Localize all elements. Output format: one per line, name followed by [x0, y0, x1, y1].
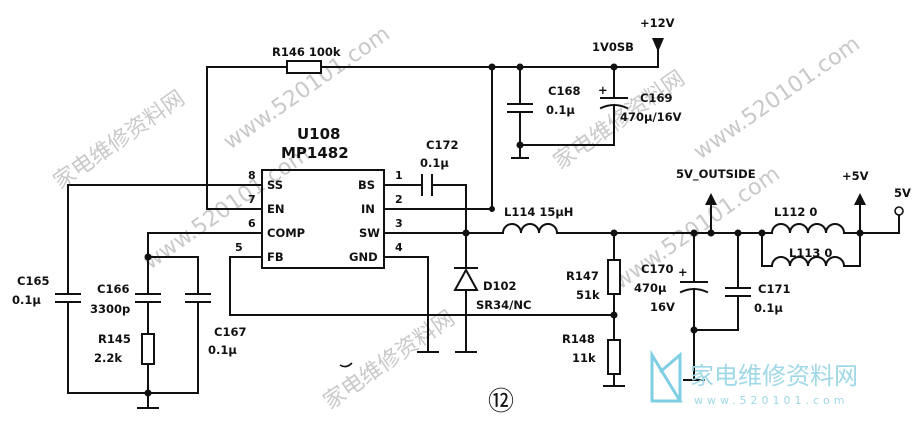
l112-label: L112 0 — [774, 205, 817, 219]
c170-value: 470μ — [634, 281, 667, 295]
l113-label: L113 0 — [789, 246, 832, 260]
d102-value: SR34/NC — [476, 298, 531, 312]
pin-en-label: EN — [267, 202, 284, 216]
watermark-text: www.520101.com — [689, 31, 865, 164]
pin-bs-label: BS — [358, 178, 375, 192]
watermark-brand: 家电维修资料网 — [690, 362, 858, 390]
rail-p5v: +5V — [842, 169, 869, 234]
c169-ref: C169 — [640, 91, 672, 105]
pin-in-label: IN — [361, 202, 375, 216]
l114-label: L114 15μH — [504, 205, 573, 219]
r146-label: R146 100k — [272, 45, 341, 59]
watermark-brand-url: www.520101.com — [694, 394, 848, 407]
watermark-logo: 家电维修资料网 www.520101.com — [650, 349, 858, 407]
c168-value: 0.1μ — [546, 103, 575, 117]
c166-value: 3300p — [90, 302, 130, 316]
rail-5v-terminal: 5V — [894, 186, 911, 234]
pin-8-number: 8 — [248, 169, 256, 182]
pin-7-number: 7 — [248, 193, 256, 206]
terminal-circle-icon — [894, 206, 904, 216]
c169-plus: + — [598, 83, 608, 97]
output-capacitors: + C170 470μ 16V C171 0.1μ — [634, 232, 790, 381]
c170-ref: C170 — [641, 262, 673, 276]
pin-comp-label: COMP — [267, 226, 305, 240]
c169-value: 470μ/16V — [620, 110, 682, 124]
pin-3-number: 3 — [395, 217, 403, 230]
rail-12v-label: +12V — [640, 16, 675, 30]
rail-5v-outside-label: 5V_OUTSIDE — [676, 167, 756, 182]
pin-2-number: 2 — [395, 193, 403, 206]
c165-value: 0.1μ — [12, 293, 41, 307]
pin-6-number: 6 — [248, 217, 256, 230]
c168-ref: C168 — [548, 84, 580, 98]
pin-ss-label: SS — [267, 178, 283, 192]
c172-ref: C172 — [426, 138, 458, 152]
r148-ref: R148 — [562, 332, 595, 346]
c167-value: 0.1μ — [208, 343, 237, 357]
c172-value: 0.1μ — [420, 156, 449, 170]
watermark-group: 家电维修资料网 www.520101.com www.520101.com 家电… — [49, 21, 865, 414]
pin-5-number: 5 — [235, 241, 243, 254]
watermark-text: www.520101.com — [609, 161, 785, 294]
c172-capacitor: C172 0.1μ — [420, 138, 467, 234]
chip-ref: U108 — [297, 125, 341, 143]
stray-mark — [339, 362, 353, 368]
feedback-divider: R147 51k R148 11k — [562, 232, 625, 387]
logo-icon — [650, 349, 683, 403]
r145-ref: R145 — [98, 332, 131, 346]
pin-gnd-label: GND — [349, 250, 378, 264]
chip-part: MP1482 — [281, 144, 349, 162]
page-marker: ⑫ — [488, 387, 514, 417]
pin-1-number: 1 — [395, 169, 403, 182]
r146-resistor — [286, 60, 322, 74]
watermark-text: 家电维修资料网 — [319, 306, 460, 415]
pin-sw-label: SW — [359, 226, 380, 240]
up-arrow-icon — [705, 193, 717, 205]
r147-ref: R147 — [566, 269, 599, 283]
ss-comp-network: C165 0.1μ C166 3300p R145 2.2k C167 0.1μ — [12, 184, 246, 409]
d102-diode: D102 SR34/NC — [453, 232, 531, 353]
r147-value: 51k — [576, 288, 600, 302]
c171-value: 0.1μ — [754, 301, 783, 315]
d102-ref: D102 — [483, 279, 517, 293]
supply-12v-section: R146 100k +12V 1V0SB C168 0.1μ + C169 47… — [206, 16, 682, 159]
c167-ref: C167 — [214, 325, 246, 339]
ic-u108: U108 MP1482 SS EN COMP FB BS IN SW GND 8… — [206, 125, 504, 269]
c170-plus: + — [678, 265, 688, 279]
up-arrow-icon — [854, 193, 866, 205]
c170-rating: 16V — [650, 300, 675, 314]
c171-ref: C171 — [758, 282, 790, 296]
p12v-arrow-icon — [652, 38, 664, 52]
c166-ref: C166 — [97, 282, 129, 296]
watermark-text: 家电维修资料网 — [49, 86, 190, 195]
rail-p5v-label: +5V — [842, 169, 869, 183]
r148-value: 11k — [572, 351, 596, 365]
c165-ref: C165 — [17, 274, 49, 288]
rail-5v-outside: 5V_OUTSIDE — [676, 167, 756, 234]
rail-1v0sb-label: 1V0SB — [592, 40, 634, 54]
pin-4-number: 4 — [395, 241, 403, 254]
l112-l113-inductors: L112 0 L113 0 — [761, 205, 861, 268]
r145-value: 2.2k — [94, 351, 122, 365]
pin-fb-label: FB — [267, 250, 284, 264]
l114-inductor: L114 15μH — [501, 205, 573, 235]
rail-5v-label: 5V — [894, 186, 911, 200]
